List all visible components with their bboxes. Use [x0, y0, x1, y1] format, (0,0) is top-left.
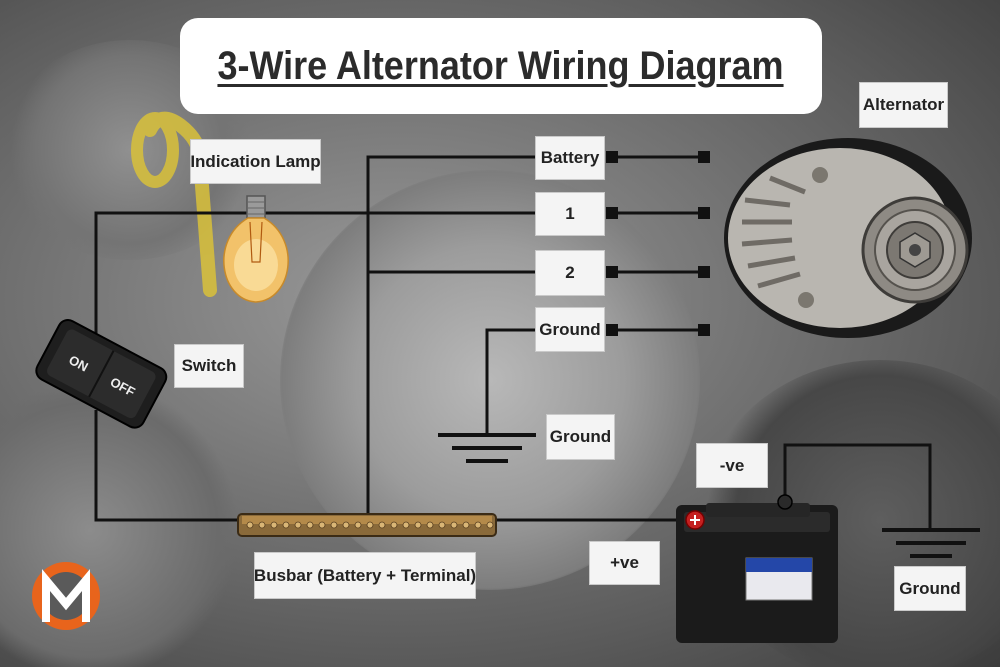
page-title: 3-Wire Alternator Wiring Diagram	[217, 43, 785, 88]
background-engine-part	[0, 380, 240, 667]
ground-terminal-label: Ground	[535, 307, 605, 352]
ground-symbol-icon	[438, 433, 536, 463]
wire-switch-to-busbar	[94, 410, 245, 522]
car-battery-icon	[676, 494, 838, 643]
wire-ground-terminal-to-ground	[485, 328, 535, 435]
battery-ground-label: Ground	[894, 566, 966, 611]
positive-terminal-label: +ve	[589, 541, 660, 585]
connector-pins	[606, 151, 710, 336]
rocker-switch-icon[interactable]: ON OFF	[33, 317, 170, 432]
terminal-1-label: 1	[535, 192, 605, 236]
battery-ground-symbol-icon	[882, 528, 980, 558]
switch-label: Switch	[174, 344, 244, 388]
indication-lamp-label: Indication Lamp	[190, 139, 321, 184]
lamp-bulb-icon	[223, 195, 289, 303]
negative-terminal-label: -ve	[696, 443, 768, 488]
busbar-icon	[237, 513, 497, 537]
wire-busbar-to-battery-terminal	[366, 155, 535, 520]
alternator-label: Alternator	[859, 82, 948, 128]
alternator-icon	[724, 138, 972, 338]
terminal-2-label: 2	[535, 250, 605, 296]
busbar-label: Busbar (Battery + Terminal)	[254, 552, 476, 599]
wire-negative-to-ground	[783, 443, 932, 530]
wires	[94, 155, 932, 530]
ground-symbol-label: Ground	[546, 414, 615, 460]
title-banner: 3-Wire Alternator Wiring Diagram	[180, 18, 822, 114]
brand-logo-icon	[32, 562, 100, 630]
wire-lamp-left-loop	[94, 211, 255, 340]
battery-terminal-label: Battery	[535, 136, 605, 180]
